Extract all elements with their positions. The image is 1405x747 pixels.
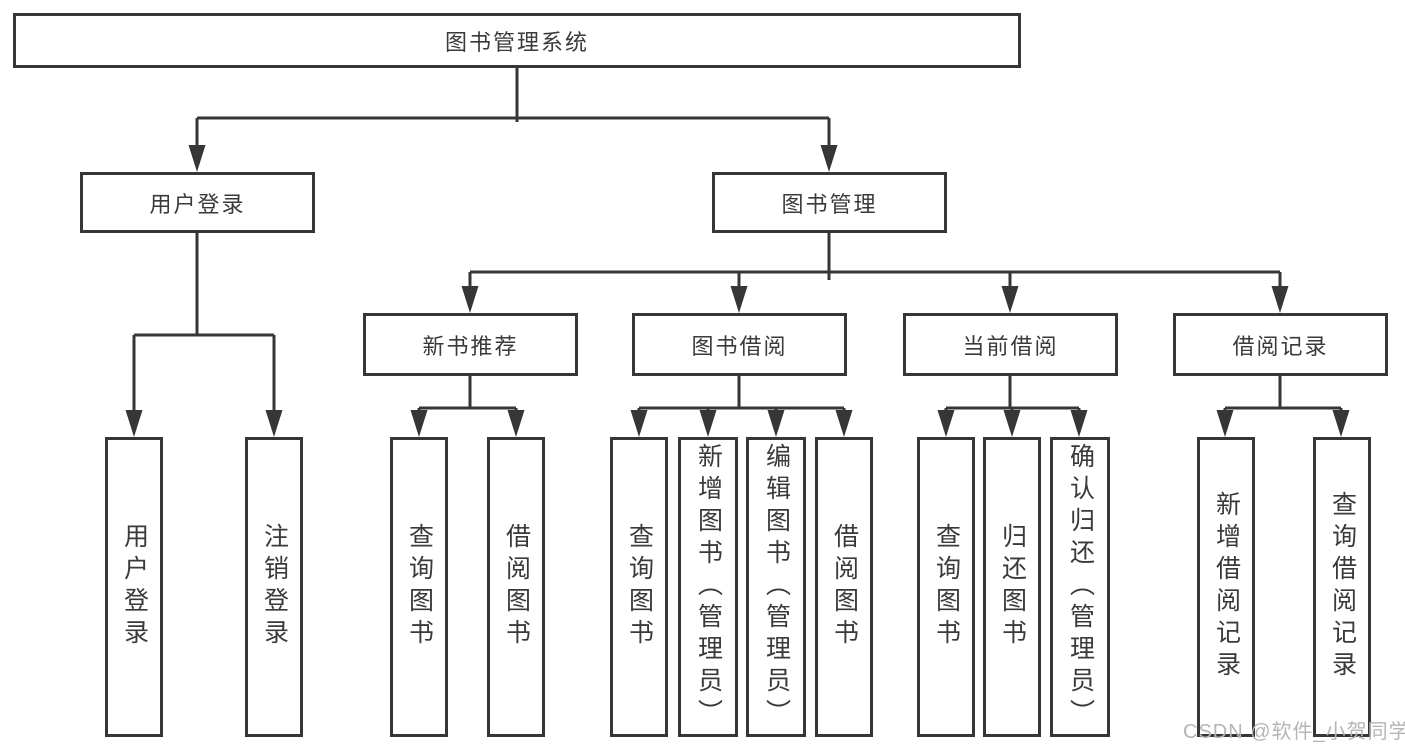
arrowhead-icon [767,410,785,437]
node-leaf-user-login: 用户登录 [105,437,163,737]
arrowhead-icon [461,286,479,313]
node-leaf-query-record: 查询借阅记录 [1313,437,1371,737]
watermark: CSDN @软件_小贺同学 [1183,721,1405,743]
arrowhead-icon [630,410,648,437]
arrowhead-icon [1216,410,1234,437]
node-leaf-confirm-return: 确认归还（管理员） [1050,437,1110,737]
node-leaf-logout: 注销登录 [245,437,303,737]
arrowhead-icon [1003,410,1021,437]
node-book-borrow: 图书借阅 [632,313,847,376]
node-leaf-return-book: 归还图书 [983,437,1041,737]
arrowhead-icon [820,145,838,172]
node-current-borrow: 当前借阅 [903,313,1118,376]
arrowhead-icon [125,410,143,437]
node-root: 图书管理系统 [13,13,1021,68]
arrowhead-icon [188,145,206,172]
arrowhead-icon [410,410,428,437]
arrowhead-icon [699,410,717,437]
node-leaf-borrow-book-2: 借阅图书 [815,437,873,737]
arrowhead-icon [1332,410,1350,437]
arrowhead-icon [1271,286,1289,313]
arrowhead-icon [507,410,525,437]
arrowhead-icon [730,286,748,313]
node-leaf-query-book-1: 查询图书 [390,437,448,737]
node-leaf-query-book-3: 查询图书 [917,437,975,737]
node-user-login: 用户登录 [80,172,315,233]
arrowhead-icon [1070,410,1088,437]
node-leaf-query-book-2: 查询图书 [610,437,668,737]
node-leaf-add-book: 新增图书（管理员） [678,437,738,737]
node-leaf-edit-book: 编辑图书（管理员） [746,437,806,737]
arrowhead-icon [937,410,955,437]
node-leaf-borrow-book-1: 借阅图书 [487,437,545,737]
node-book-mgmt: 图书管理 [712,172,947,233]
arrowhead-icon [835,410,853,437]
node-leaf-add-record: 新增借阅记录 [1197,437,1255,737]
arrowhead-icon [265,410,283,437]
node-borrow-record: 借阅记录 [1173,313,1388,376]
node-new-book-rec: 新书推荐 [363,313,578,376]
arrowhead-icon [1001,286,1019,313]
